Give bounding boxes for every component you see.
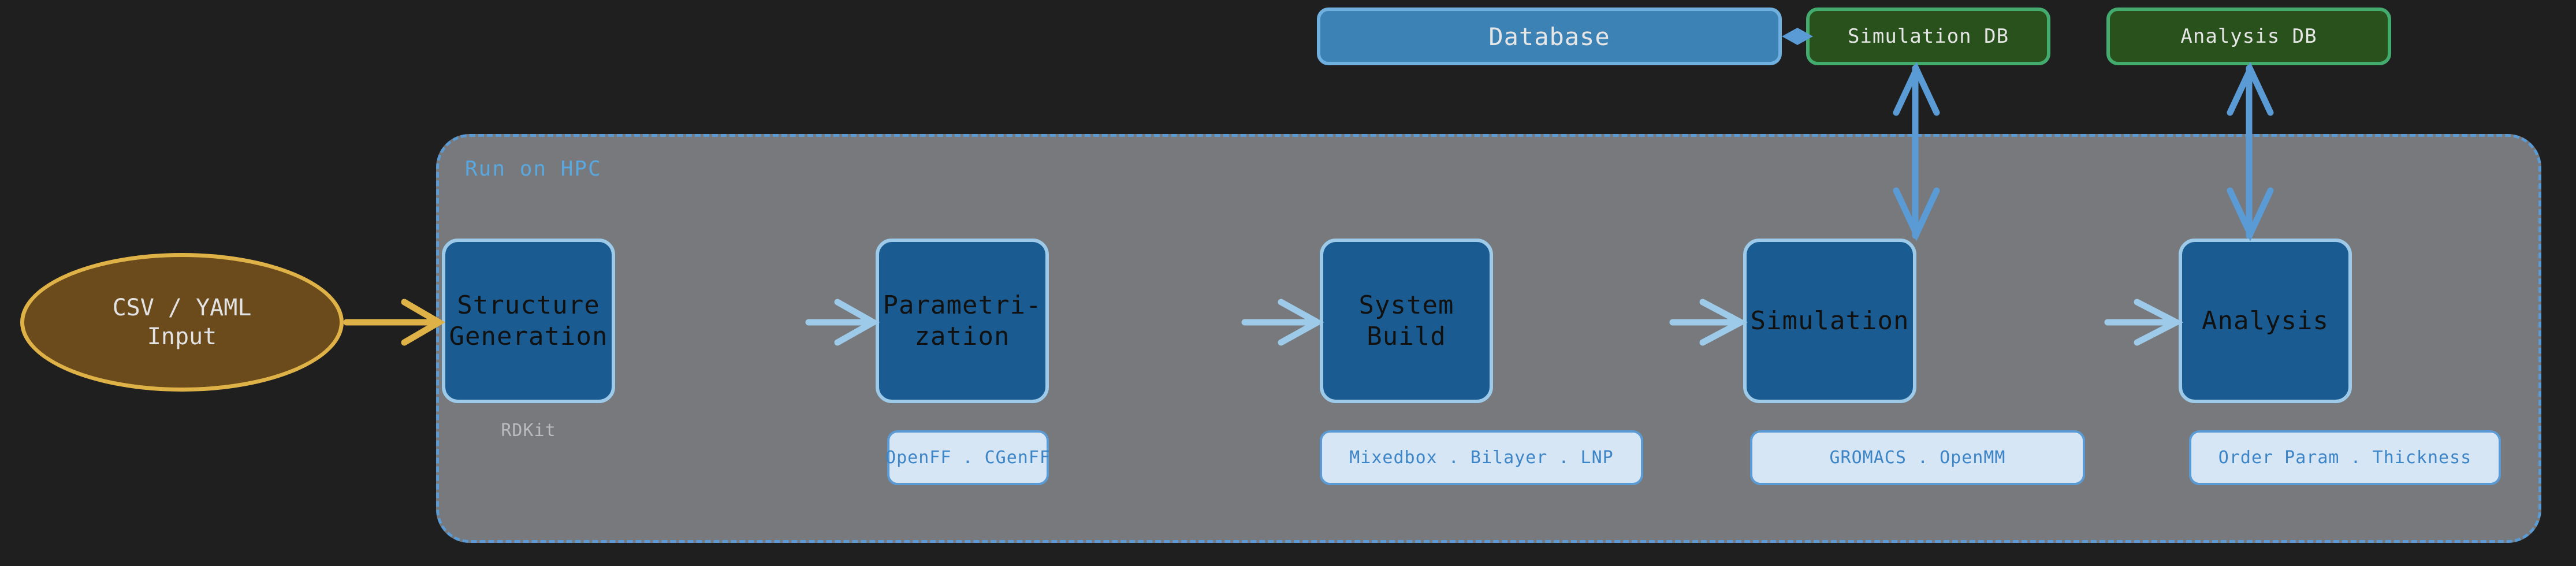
tool-label-structure-generation: RDKit (501, 420, 556, 441)
edge-input-to-structure (343, 299, 445, 346)
database-node[interactable]: Database (1317, 8, 1782, 65)
tool-pill-parametrization: OpenFF . CGenFF (885, 430, 1050, 485)
hpc-group-title: Run on HPC (465, 157, 602, 181)
analysis-db-node[interactable]: Analysis DB (2106, 8, 2391, 65)
tool-pill-system-build: Mixedbox . Bilayer . LNP (1320, 430, 1643, 485)
node-structure-generation[interactable]: Structure Generation (442, 239, 615, 403)
node-analysis[interactable]: Analysis (2179, 239, 2352, 403)
input-node[interactable]: CSV / YAML Input (20, 253, 344, 392)
tool-pill-analysis: Order Param . Thickness (2189, 430, 2501, 485)
tool-pill-simulation: GROMACS . OpenMM (1750, 430, 2085, 485)
node-parametrization[interactable]: Parametri- zation (876, 239, 1049, 403)
node-system-build[interactable]: System Build (1320, 239, 1493, 403)
node-simulation[interactable]: Simulation (1743, 239, 1916, 403)
simulation-db-node[interactable]: Simulation DB (1806, 8, 2050, 65)
